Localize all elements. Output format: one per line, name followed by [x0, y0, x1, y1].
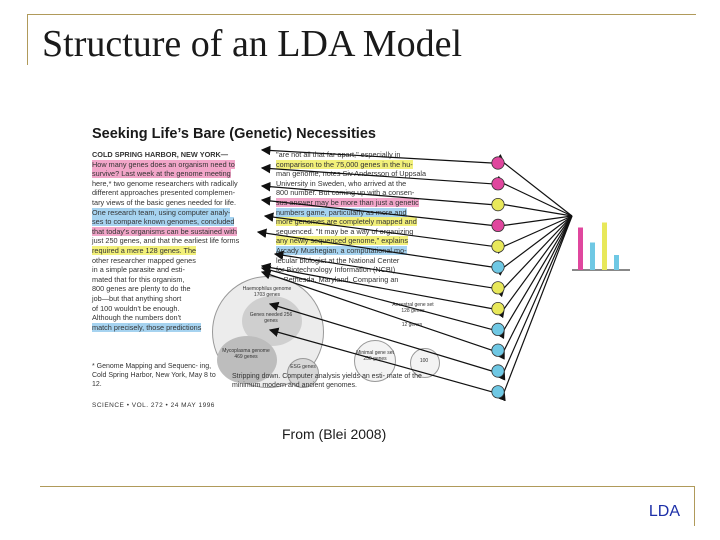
- left-line: Although the numbers don't: [92, 313, 182, 323]
- word-arrow: [260, 196, 492, 226]
- word-arrow: [263, 212, 492, 247]
- topic-node: [491, 322, 505, 336]
- topic-node: [491, 239, 505, 253]
- right-line: more genomes are completely mapped and: [276, 217, 417, 227]
- left-line: job—but that anything short: [92, 293, 182, 303]
- topic-arrow: [494, 175, 573, 217]
- word-arrow: [260, 145, 492, 164]
- topic-arrow: [495, 215, 573, 232]
- article-left-column: COLD SPRING HARBOR, NEW YORK— How many g…: [92, 150, 262, 332]
- topic-assignment-nodes: [491, 156, 505, 399]
- left-line: that today's organisms can be sustained …: [92, 226, 237, 236]
- mycoplasma-genome-circle: [217, 336, 277, 384]
- topic-arrow: [494, 215, 573, 276]
- word-arrow: [260, 270, 492, 351]
- right-line: in Bethesda, Maryland. Comparing an: [276, 274, 399, 284]
- genes-needed-label: Genes needed 256 genes: [249, 312, 293, 324]
- n100-label: 100: [419, 358, 429, 364]
- topic-arrow: [494, 215, 573, 255]
- slide-title: Structure of an LDA Model: [42, 23, 463, 65]
- left-line: COLD SPRING HARBOR, NEW YORK—: [92, 150, 229, 159]
- left-line: here,* two genome researchers with radic…: [92, 178, 238, 188]
- topic-arrow: [495, 215, 573, 319]
- right-line: for Biotechnology Information (NCBI): [276, 265, 396, 275]
- word-topic-arrows: [256, 145, 573, 402]
- haemophilus-label: Haemophilus genome 1703 genes: [242, 286, 292, 298]
- right-line: numbers game, particularly as more and: [276, 207, 407, 217]
- esg-genes-circle: [287, 358, 319, 388]
- topic-node: [491, 343, 505, 357]
- left-line: ses to compare known genomes, concluded: [92, 217, 235, 227]
- topic-proportion-bars: [572, 222, 630, 271]
- mycoplasma-label: Mycoplasma genome 469 genes: [222, 348, 270, 360]
- journal-citation: SCIENCE • VOL. 272 • 24 MAY 1996: [92, 402, 215, 409]
- esg-label: ESG genes: [290, 364, 316, 370]
- topic-arrow: [496, 215, 573, 402]
- left-line: survive? Last week at the genome meeting: [92, 169, 231, 179]
- right-line: University in Sweden, who arrived at the: [276, 178, 407, 188]
- footer-divider: [40, 486, 695, 487]
- left-line: How many genes does an organism need to: [92, 159, 235, 169]
- word-arrow: [260, 265, 492, 330]
- right-line: Arcady Mushegian, a computational mo-: [276, 245, 407, 255]
- footer-label: LDA: [648, 503, 680, 520]
- left-line: of 100 wouldn't be enough.: [92, 303, 180, 313]
- left-line: mated that for this organism,: [92, 274, 185, 284]
- article-right-column: "are not all that far apart," especially…: [276, 150, 446, 284]
- left-line: required a mere 128 genes. The: [92, 245, 197, 255]
- article-figure: Seeking Life’s Bare (Genetic) Necessitie…: [92, 126, 450, 416]
- topic-node: [491, 364, 505, 378]
- figure-caption: Stripping down. Computer analysis yields…: [232, 373, 422, 389]
- left-line: 800 genes are plenty to do the: [92, 284, 191, 294]
- word-arrow: [268, 327, 492, 393]
- topic-node: [491, 177, 505, 191]
- ancestral-gene-set-label: Ancestral gene set 128 genes: [392, 302, 434, 314]
- topic-arrow: [496, 215, 573, 381]
- topic-node: [491, 198, 505, 212]
- topic-arrow: [495, 198, 573, 217]
- left-line: different approaches presented complemen…: [92, 188, 236, 198]
- left-line: just 250 genes, and that the earliest li…: [92, 236, 240, 246]
- left-line: tary views of the basic genes needed for…: [92, 197, 236, 207]
- topic-node: [491, 156, 505, 170]
- topic-node: [491, 281, 505, 295]
- topic-arrow: [495, 215, 573, 340]
- topic-arrow: [494, 154, 573, 217]
- left-line: other researcher mapped genes: [92, 255, 196, 265]
- left-line: in a simple parasite and esti-: [92, 265, 185, 275]
- left-line: match precisely, those predictions: [92, 322, 202, 332]
- topic-proportion-bar: [590, 242, 595, 270]
- footer-corner-line: [694, 486, 695, 526]
- article-footnote: * Genome Mapping and Sequenc- ing, Cold …: [92, 363, 216, 388]
- title-frame: [27, 14, 696, 65]
- right-line: sus answer may be more than just a genet…: [276, 197, 419, 207]
- figure-credit: From (Blei 2008): [282, 426, 387, 442]
- topic-proportion-bar: [614, 255, 619, 270]
- minimal-gene-set-circle: [354, 340, 396, 382]
- right-line: comparison to the 75,000 genes in the hu…: [276, 159, 413, 169]
- topic-node: [491, 385, 505, 399]
- topic-node: [491, 218, 505, 232]
- word-arrow: [273, 250, 492, 289]
- word-arrow: [260, 163, 492, 185]
- right-line: any newly sequenced genome," explains: [276, 236, 408, 246]
- word-arrow: [268, 301, 492, 372]
- new-genes-label: 12 genes: [401, 322, 423, 328]
- topic-proportion-bar: [602, 222, 607, 270]
- topic-arrow: [494, 215, 573, 298]
- left-line: One research team, using computer analy-: [92, 207, 231, 217]
- ancestral-gene-set-circle: [410, 348, 440, 378]
- word-arrow: [260, 181, 492, 206]
- right-line: sequenced. "It may be a way of organizin…: [276, 226, 414, 236]
- topic-arrow: [496, 215, 573, 360]
- word-arrow: [256, 228, 492, 268]
- article-heading: Seeking Life’s Bare (Genetic) Necessitie…: [92, 126, 376, 142]
- topic-node: [491, 260, 505, 274]
- word-arrow: [260, 262, 492, 310]
- topic-proportion-bar: [578, 227, 583, 270]
- right-line: lecular biologist at the National Center: [276, 255, 400, 265]
- topic-node: [491, 301, 505, 316]
